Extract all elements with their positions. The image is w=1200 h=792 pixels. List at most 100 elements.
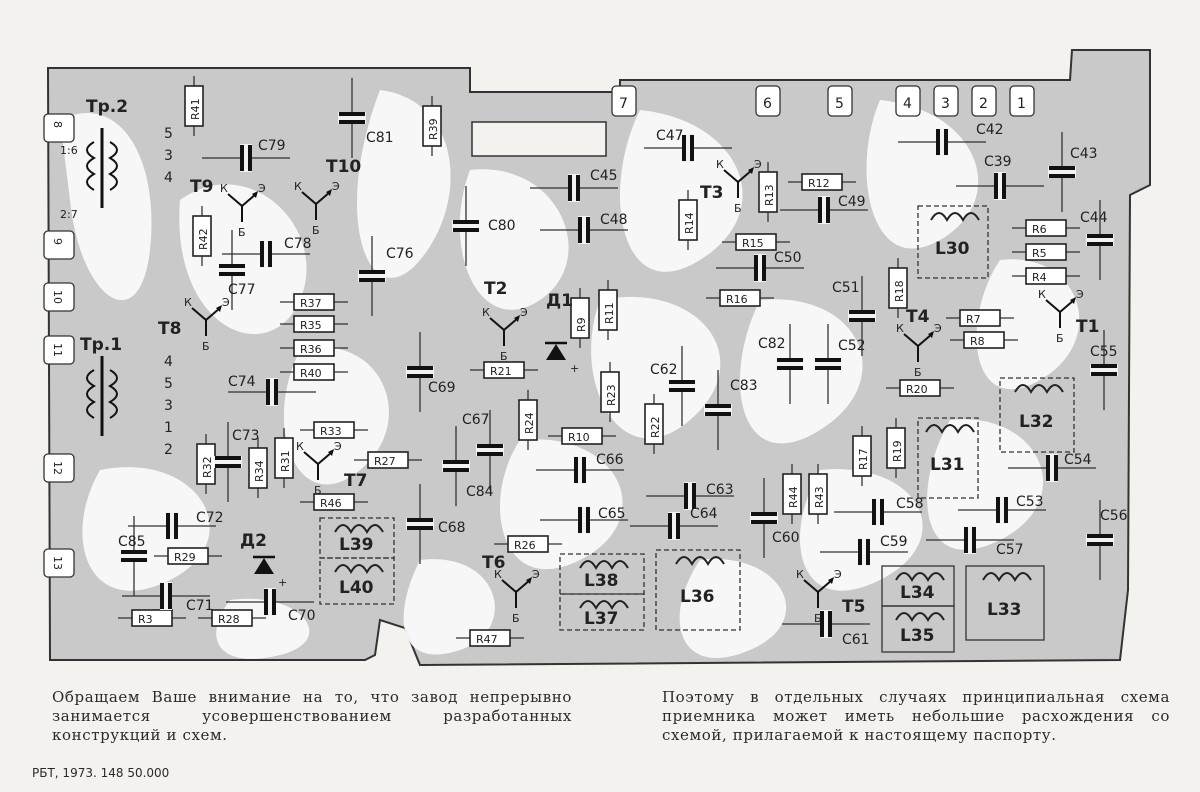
- resistor-body: [184, 85, 204, 127]
- emitter-letter: Э: [258, 182, 266, 195]
- capacitor-c57: C57: [926, 526, 1024, 558]
- resistor-body: [1025, 243, 1067, 261]
- connector-2-label: 2: [979, 96, 988, 112]
- resistor-r46: R46: [300, 493, 368, 511]
- resistor-body: [561, 427, 603, 445]
- emitter-letter: Э: [520, 306, 528, 319]
- emitter-arrow: [828, 577, 834, 584]
- coil-winding: [334, 524, 384, 535]
- coil-l30: L30: [917, 205, 989, 279]
- coil-l36: L36: [655, 549, 741, 631]
- copper-island: [800, 469, 923, 591]
- coil-frame: [559, 593, 645, 631]
- transformer-ratio-label: 1:6: [60, 144, 78, 157]
- resistor-r28: R28: [198, 609, 266, 627]
- capacitor-c50: C50: [716, 250, 804, 282]
- resistor-r16-label: R16: [726, 293, 748, 306]
- capacitor-c48: C48: [540, 212, 628, 244]
- capacitor-c56-label: C56: [1100, 508, 1128, 524]
- resistor-r21: R21: [470, 361, 538, 379]
- transistor-lead: [917, 333, 933, 347]
- resistor-body: [1025, 219, 1067, 237]
- coil-l34-label: L34: [900, 583, 935, 603]
- capacitor-c73: C73: [214, 422, 260, 502]
- capacitor-c64: C64: [630, 506, 718, 540]
- connector-11: [43, 335, 75, 365]
- transformer-winding: [86, 369, 97, 419]
- resistor-r20-label: R20: [906, 383, 928, 396]
- connector-12: [43, 453, 75, 483]
- diode-д2-label: Д2: [240, 531, 267, 551]
- coil-frame: [655, 549, 741, 631]
- resistor-body: [801, 173, 843, 191]
- connector-2: [971, 85, 997, 117]
- transformer-pin-label: 4: [164, 354, 173, 370]
- resistor-body: [367, 451, 409, 469]
- resistor-body: [293, 363, 335, 381]
- resistor-r9-label: R9: [575, 317, 588, 332]
- emitter-arrow: [1070, 297, 1076, 304]
- resistor-r22-label: R22: [649, 416, 662, 438]
- capacitor-c53: C53: [958, 494, 1046, 524]
- coil-winding: [930, 212, 980, 223]
- resistor-r10: R10: [548, 427, 616, 445]
- capacitor-c57-label: C57: [996, 542, 1024, 558]
- connector-6: [755, 85, 781, 117]
- diode-д1: Д1+: [545, 291, 579, 375]
- capacitor-c58: C58: [834, 496, 924, 526]
- capacitor-c55-label: C55: [1090, 344, 1118, 360]
- capacitor-c70-label: C70: [288, 608, 316, 624]
- coil-frame: [319, 557, 395, 605]
- resistor-body: [483, 361, 525, 379]
- coil-l39-label: L39: [339, 535, 374, 555]
- coil-l32-label: L32: [1019, 412, 1054, 432]
- resistor-r32: R32: [196, 434, 216, 494]
- transistor-lead: [317, 451, 333, 465]
- collector-letter: К: [184, 296, 192, 309]
- resistor-body: [293, 315, 335, 333]
- copper-island: [679, 559, 787, 658]
- resistor-r36: R36: [280, 339, 348, 357]
- emitter-letter: Э: [934, 322, 942, 335]
- capacitor-c67: C67: [462, 410, 504, 490]
- copper-island: [60, 112, 152, 301]
- capacitor-c45: C45: [530, 168, 618, 202]
- capacitor-c78-label: C78: [284, 236, 312, 252]
- capacitor-c48-label: C48: [600, 212, 628, 228]
- capacitor-c79: C79: [202, 138, 290, 172]
- resistor-r9: R9: [570, 288, 590, 348]
- capacitor-c85: C85: [118, 516, 148, 596]
- emitter-letter: Э: [754, 158, 762, 171]
- capacitor-c39-label: C39: [984, 154, 1012, 170]
- resistor-body: [852, 435, 872, 477]
- connector-8: [43, 113, 75, 143]
- coil-winding: [334, 564, 384, 575]
- resistor-r3: R3: [118, 609, 186, 627]
- resistor-r19: R19: [886, 418, 906, 478]
- transistor-t10-label: T10: [326, 157, 361, 177]
- capacitor-c81-label: C81: [366, 130, 394, 146]
- print-info: РБТ, 1973. 148 50.000: [32, 766, 170, 780]
- resistor-body: [167, 547, 209, 565]
- capacitor-c62-label: C62: [650, 362, 678, 378]
- collector-letter: К: [294, 180, 302, 193]
- resistor-r10-label: R10: [568, 431, 590, 444]
- resistor-r41: R41: [184, 76, 204, 136]
- capacitor-c45-label: C45: [590, 168, 618, 184]
- capacitor-c74: C74: [228, 374, 316, 406]
- transformer-pin-label: 3: [164, 148, 173, 164]
- transistor-t2-label: T2: [484, 279, 507, 299]
- transistor-lead: [301, 191, 317, 205]
- capacitor-c84-label: C84: [466, 484, 494, 500]
- footer-note-left: Обращаем Ваше внимание на то, что завод …: [52, 688, 572, 744]
- connector-4-label: 4: [903, 96, 912, 112]
- transistor-lead: [817, 579, 833, 593]
- transistor-t6-label: T6: [482, 553, 505, 573]
- capacitor-c47-label: C47: [656, 128, 684, 144]
- transformer-winding: [107, 369, 118, 419]
- polarity-mark: +: [570, 362, 579, 375]
- capacitor-c42-label: C42: [976, 122, 1004, 138]
- connector-9-label: 9: [51, 238, 64, 245]
- copper-island: [976, 259, 1080, 390]
